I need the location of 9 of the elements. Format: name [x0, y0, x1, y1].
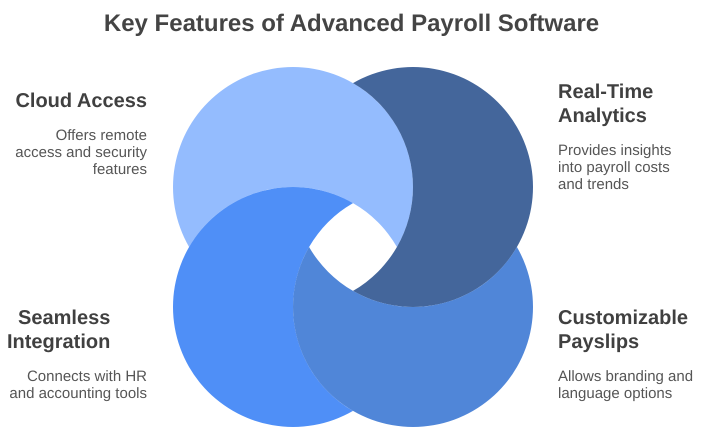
- feature-description: Offers remote access and security features: [14, 127, 147, 178]
- feature-description: Provides insights into payroll costs and trends: [558, 142, 672, 193]
- diagram-title: Key Features of Advanced Payroll Software: [104, 10, 600, 38]
- feature-heading: Seamless Integration: [7, 306, 110, 354]
- feature-heading: Cloud Access: [15, 89, 147, 113]
- feature-heading: Real-Time Analytics: [558, 80, 654, 128]
- feature-description: Allows branding and language options: [558, 368, 694, 402]
- feature-heading: Customizable Payslips: [558, 306, 690, 354]
- feature-description: Connects with HR and accounting tools: [8, 368, 147, 402]
